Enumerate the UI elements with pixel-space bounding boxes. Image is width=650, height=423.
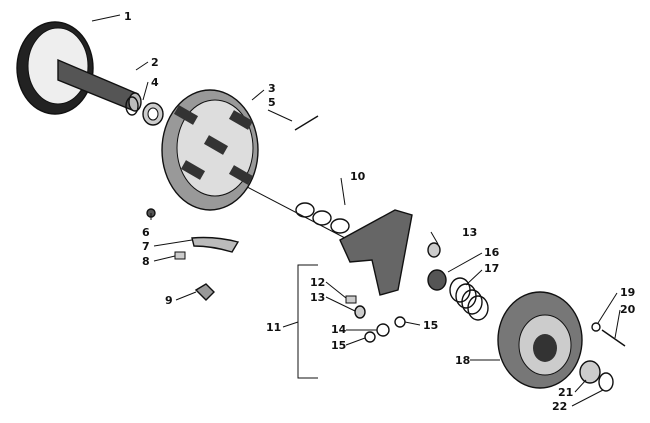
- part-5-bolt: [294, 115, 319, 131]
- callout-labels: 1 2 4 3 5 10 6 7 8 9 11 12 13 13 16 17 1…: [124, 10, 636, 413]
- callout-11: 11: [266, 321, 281, 334]
- group-11-bracket-line: [297, 264, 318, 379]
- callout-22: 22: [552, 400, 567, 413]
- callout-10: 10: [350, 170, 366, 183]
- part-19-washer: [591, 322, 601, 332]
- part-13-roller-upper: [427, 242, 441, 258]
- part-16-nut: [427, 269, 447, 291]
- part-8-pin: [174, 251, 186, 260]
- callout-3: 3: [268, 82, 276, 95]
- callout-19: 19: [620, 286, 635, 299]
- axis-line: [229, 177, 346, 239]
- callout-13-upper: 13: [462, 226, 477, 239]
- part-2-ring: [125, 96, 139, 116]
- callout-13-lower: 13: [310, 291, 325, 304]
- part-10-washers: [295, 202, 350, 234]
- part-21-bushing: [579, 360, 601, 384]
- callout-15-right: 15: [423, 319, 438, 332]
- part-1-sheave: [16, 21, 142, 115]
- part-12-pin: [345, 295, 357, 304]
- callout-18: 18: [455, 354, 470, 367]
- part-7-weight-arm: [191, 236, 240, 253]
- callout-1: 1: [124, 10, 132, 23]
- callout-12: 12: [310, 276, 325, 289]
- callout-14: 14: [331, 323, 347, 336]
- callout-6: 6: [142, 226, 150, 239]
- part-9-clip: [194, 283, 215, 301]
- callout-9: 9: [165, 294, 173, 307]
- part-14-washer: [376, 323, 390, 337]
- part-bracket: [339, 209, 413, 296]
- part-17-spring: [449, 277, 489, 321]
- part-22-ring: [598, 372, 614, 392]
- callout-21: 21: [558, 386, 573, 399]
- callout-15-left: 15: [331, 339, 346, 352]
- callout-8: 8: [142, 255, 150, 268]
- leader-lines: [91, 14, 621, 407]
- part-13-roller-lower: [354, 305, 366, 319]
- part-15-washer-right: [394, 316, 406, 328]
- callout-5: 5: [268, 96, 276, 109]
- part-4-bushing: [142, 102, 164, 126]
- callout-7: 7: [142, 240, 150, 253]
- callout-17: 17: [484, 262, 499, 275]
- callout-2: 2: [151, 56, 159, 69]
- part-15-washer-left: [364, 331, 376, 343]
- part-18-cover: [497, 291, 583, 389]
- part-3-spider: [161, 89, 259, 211]
- callout-4: 4: [151, 76, 159, 89]
- callout-16: 16: [484, 246, 500, 259]
- callout-20: 20: [620, 303, 636, 316]
- part-20-bolt: [601, 329, 626, 347]
